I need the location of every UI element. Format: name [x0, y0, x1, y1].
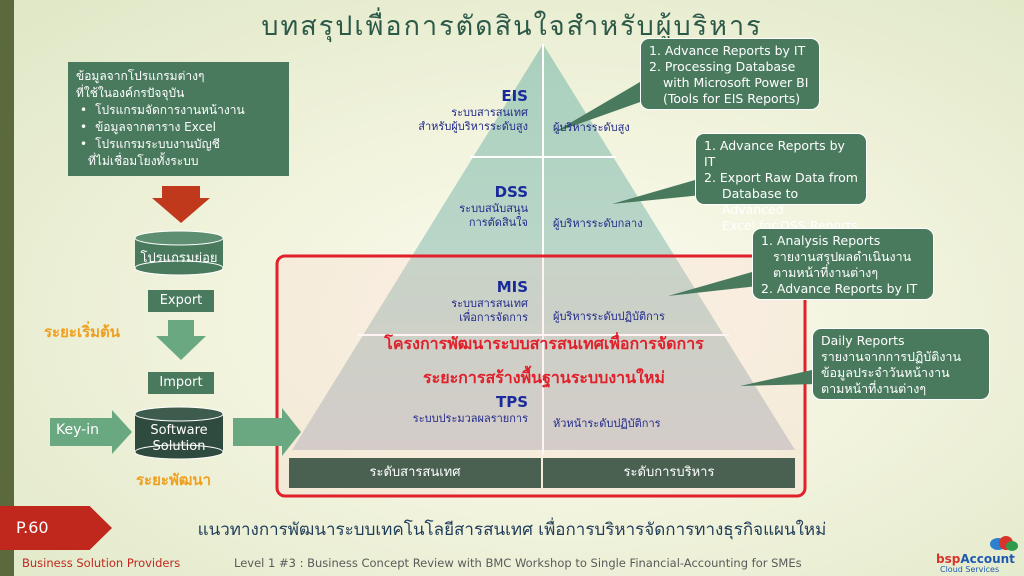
keyin-label: Key-in: [56, 422, 99, 438]
management-level-cell: ระดับการบริหาร: [543, 458, 795, 488]
down-arrow-red: [152, 186, 210, 223]
keyin-arrow: [50, 410, 132, 454]
dss-manager: ผู้บริหารระดับกลาง: [553, 217, 643, 230]
page-number-badge: P.60: [0, 506, 112, 550]
sub-program-cylinder: โปรแกรมย่อย: [134, 230, 224, 276]
bspaccount-logo: bspAccount Cloud Services: [936, 532, 1020, 574]
import-box: Import: [148, 372, 214, 394]
mis-name: MIS: [496, 278, 528, 296]
tps-tier: TPS ระบบประมวลผลรายการ: [370, 392, 528, 426]
footer-subtitle: แนวทางการพัฒนาระบบเทคโนโลยีสารสนเทศ เพื่…: [197, 520, 827, 540]
source-item-cont: ที่ไม่เชื่อมโยงทั้งระบบ: [88, 154, 199, 168]
tps-manager: หัวหน้าระดับปฏิบัติการ: [553, 417, 661, 430]
project-line: โครงการพัฒนาระบบสารสนเทศเพื่อการจัดการ: [384, 334, 704, 353]
eis-manager: ผู้บริหารระดับสูง: [553, 121, 630, 134]
phase-line: ระยะการสร้างพื้นฐานระบบงานใหม่: [423, 368, 665, 387]
stage-develop-label: ระยะพัฒนา: [136, 471, 212, 489]
source-programs-box: ข้อมูลจากโปรแกรมต่างๆ ที่ใช้ในองค์กรปัจจ…: [68, 62, 289, 176]
page-title: บทสรุปเพื่อการตัดสินใจสำหรับผู้บริหาร: [261, 11, 763, 42]
eis-tier: EIS ระบบสารสนเทศสำหรับผู้บริหารระดับสูง: [370, 86, 528, 134]
source-heading-2: ที่ใช้ในองค์กรปัจจุบัน: [76, 86, 185, 100]
dss-tier: DSS ระบบสนับสนุนการตัดสินใจ: [370, 182, 528, 230]
source-item: โปรแกรมระบบงานบัญชี: [94, 136, 281, 153]
tps-name: TPS: [495, 393, 528, 411]
export-box: Export: [148, 290, 214, 312]
info-level-cell: ระดับสารสนเทศ: [289, 458, 541, 488]
dss-name: DSS: [494, 183, 528, 201]
source-item: ข้อมูลจากตาราง Excel: [94, 119, 281, 136]
level-caption: Level 1 #3 : Business Concept Review wit…: [234, 556, 802, 570]
down-arrow-green: [156, 320, 206, 360]
eis-name: EIS: [501, 87, 528, 105]
source-heading-1: ข้อมูลจากโปรแกรมต่างๆ: [76, 69, 205, 83]
stage-start-label: ระยะเริ่มต้น: [44, 323, 121, 341]
software-to-pyramid-arrow: [233, 408, 301, 456]
left-accent-bar: [0, 0, 14, 576]
cloud-icon: [990, 536, 1018, 551]
source-item: โปรแกรมจัดการงานหน้างาน: [94, 102, 281, 119]
company-name: Business Solution Providers: [22, 556, 181, 570]
mis-tier: MIS ระบบสารสนเทศเพื่อการจัดการ: [370, 277, 528, 325]
sub-program-label: โปรแกรมย่อย: [140, 251, 218, 266]
mis-manager: ผู้บริหารระดับปฏิบัติการ: [553, 310, 665, 323]
